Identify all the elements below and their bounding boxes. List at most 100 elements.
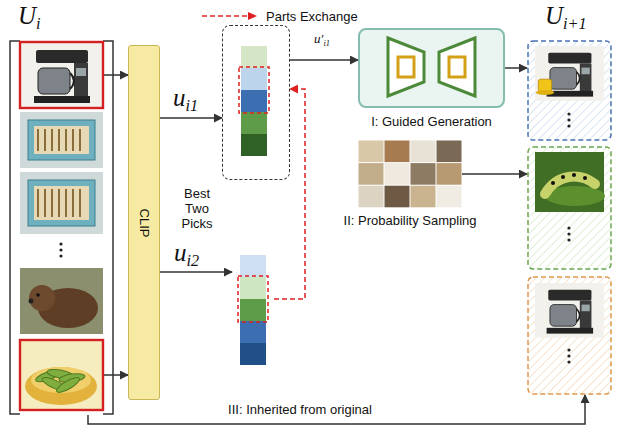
tin-item (51, 129, 53, 151)
feed-line (104, 374, 115, 376)
beaver-nose (29, 299, 34, 304)
beaver-photo (20, 268, 103, 334)
clip-encoder-box: CLIP (128, 45, 160, 400)
tin-item (37, 189, 39, 217)
bowl (25, 367, 97, 405)
tin-item (79, 189, 81, 217)
saucer (536, 90, 554, 95)
tin-item (37, 129, 39, 151)
flow-arrow (462, 173, 527, 175)
sample-tile (385, 163, 410, 185)
flow-arrow (505, 67, 527, 69)
photo-frame (535, 283, 604, 338)
ellipsis-dot (567, 112, 570, 115)
sample-tile (437, 141, 462, 163)
edge-label: III: Inherited from original (226, 402, 374, 417)
photo-frame (20, 42, 103, 108)
math-symbol: u (174, 239, 187, 266)
tin-item (72, 129, 74, 151)
machine-top (548, 290, 591, 301)
ellipsis-dot (567, 238, 570, 241)
math-subscript: i2 (187, 252, 200, 270)
math-symbol: U (18, 2, 36, 29)
node-heading: ui2 (174, 239, 199, 267)
sample-tile (359, 141, 384, 163)
vector-cell (240, 255, 266, 277)
illustration (360, 30, 507, 110)
ellipsis-dot (567, 348, 570, 351)
math-subscript: i (36, 15, 41, 33)
okra-photo (20, 340, 103, 410)
photo-frame (20, 340, 103, 410)
machine-column (74, 63, 88, 100)
flow-arrow (115, 74, 128, 76)
photo-ground (20, 172, 103, 234)
machine-panel (76, 68, 86, 76)
caterpillar-stripe (572, 173, 576, 177)
node-heading: II: Probability Sampling (344, 213, 477, 228)
image-set-bracket: Ui (8, 40, 115, 415)
arrowhead (248, 12, 257, 20)
sample-tile (385, 141, 410, 163)
node-heading: ui1 (173, 84, 198, 112)
next-set-column: Ui+1 (527, 40, 612, 395)
decoder-shape (439, 38, 475, 96)
node-heading: Ui (18, 2, 41, 30)
sample-tile (359, 163, 384, 185)
caterpillar-stripe (551, 181, 555, 185)
ellipsis-dot (567, 354, 570, 357)
flow-arrow (160, 271, 232, 273)
sample-tile (359, 186, 384, 208)
tin-box-photo (20, 112, 103, 168)
vector-cell (241, 46, 267, 68)
machine-column (580, 63, 592, 94)
illustration (223, 26, 291, 181)
photo-frame (535, 46, 604, 101)
carafe-handle (70, 73, 74, 89)
tin-box-photo (20, 172, 103, 234)
carafe-handle (577, 309, 580, 322)
machine-column (580, 300, 592, 331)
math-symbol: u′ (314, 31, 323, 46)
encoder-shape (388, 38, 424, 96)
photo-ground (535, 152, 604, 212)
flow-arrow (290, 59, 358, 61)
generator-box: I: Guided Generation (358, 28, 505, 108)
tin-inside (34, 126, 89, 154)
math-subscript: i+1 (563, 15, 587, 33)
sample-grid: II: Probability Sampling (358, 140, 462, 208)
tea-cup (538, 79, 551, 91)
dashed-line (202, 15, 250, 17)
carafe (550, 305, 577, 327)
tin-box (28, 180, 95, 226)
photo-ground (20, 268, 103, 334)
caterpillar-photo (535, 152, 605, 212)
ellipsis-dot (59, 242, 62, 245)
ellipsis-dot (59, 254, 62, 257)
left-bracket (10, 41, 20, 414)
feed-line (104, 74, 115, 76)
illustration (8, 40, 115, 415)
sample-tile (411, 163, 436, 185)
legend-line-sample (200, 8, 260, 24)
sampled-set-box (528, 147, 611, 269)
tin-item (79, 129, 81, 151)
ellipsis-dot (567, 118, 570, 121)
ellipsis-dot (567, 232, 570, 235)
vector-cell (240, 277, 266, 299)
tin-item (72, 189, 74, 217)
machine-top (36, 50, 88, 63)
vector-cell (241, 90, 267, 112)
legend-entry: Parts Exchange (200, 8, 358, 24)
exchanged-part-outline (239, 67, 269, 113)
machine-panel (581, 305, 589, 312)
vector-cell (240, 343, 266, 365)
ellipsis-dot (567, 226, 570, 229)
latent-square (398, 57, 414, 77)
coffee-maker-photo (535, 46, 604, 101)
box-label: CLIP (137, 208, 152, 237)
vector-cell (241, 134, 267, 156)
math-subscript: i1 (186, 97, 199, 115)
sample-tile (411, 186, 436, 208)
feature-vector: ui2 (232, 250, 274, 370)
